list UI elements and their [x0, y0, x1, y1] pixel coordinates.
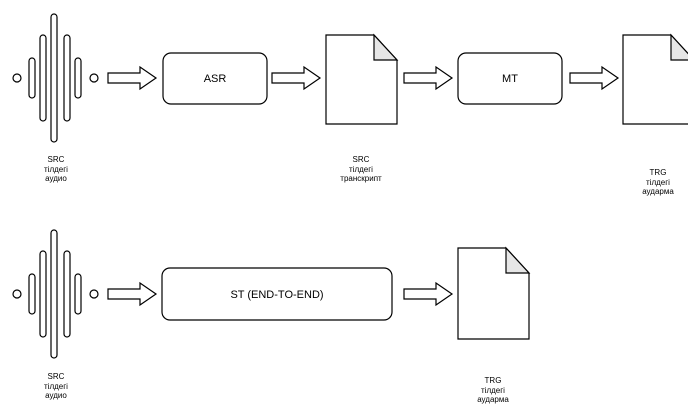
translation-document-icon	[622, 33, 688, 125]
mt-box-label: MT	[502, 73, 518, 85]
translation-lang-code: TRG	[649, 168, 667, 177]
source-audio-label: SRC тілдегі аудио	[11, 372, 101, 401]
translation-lang-word: тілдегі	[481, 385, 505, 395]
translation-lang-word: тілдегі	[646, 177, 670, 187]
translation-label: TRG тілдегі аудармa	[613, 168, 688, 197]
source-audio-label: SRC тілдегі аудио	[11, 155, 101, 184]
arrow-mt-to-translation	[569, 65, 620, 91]
audio-waveform-icon	[12, 13, 99, 143]
st-box-label: ST (END-TO-END)	[230, 289, 323, 301]
arrow-audio-to-asr	[107, 65, 158, 91]
arrow-st-to-translation	[403, 281, 454, 307]
transcript-lang-word: тілдегі	[349, 164, 373, 174]
translation-document-icon	[457, 246, 531, 340]
source-lang-word: тілдегі	[44, 164, 68, 174]
transcript-lang-code: SRC	[352, 155, 370, 164]
st-end-to-end-box: ST (END-TO-END)	[161, 267, 393, 321]
translation-lang-code: TRG	[484, 376, 502, 385]
source-lang-code: SRC	[47, 372, 65, 381]
audio-waveform-icon	[12, 229, 99, 359]
asr-box: ASR	[162, 52, 268, 105]
source-lang-code: SRC	[47, 155, 65, 164]
arrow-transcript-to-mt	[403, 65, 454, 91]
arrow-audio-to-st	[107, 281, 158, 307]
source-lang-word: тілдегі	[44, 381, 68, 391]
source-kind: аудио	[45, 174, 67, 183]
source-kind: аудио	[45, 391, 67, 400]
mt-box: MT	[457, 52, 563, 105]
translation-kind: аудармa	[477, 395, 509, 404]
translation-label: TRG тілдегі аудармa	[448, 376, 538, 405]
translation-kind: аудармa	[642, 187, 674, 196]
transcript-label: SRC тілдегі транскрипт	[316, 155, 406, 184]
arrow-asr-to-transcript	[271, 65, 322, 91]
asr-box-label: ASR	[204, 73, 227, 85]
transcript-document-icon	[325, 33, 399, 125]
transcript-kind: транскрипт	[340, 174, 382, 183]
